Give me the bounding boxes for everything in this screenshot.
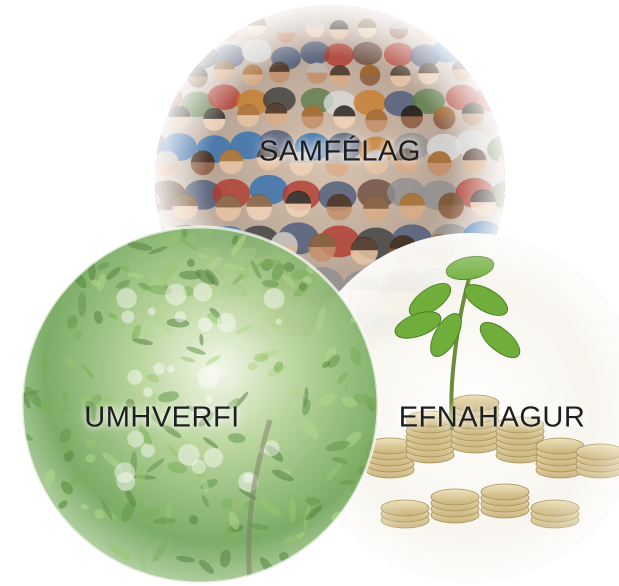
environment-label: UMHVERFI (84, 401, 240, 434)
economy-label: EFNAHAGUR (398, 401, 586, 434)
environment-circle (20, 225, 380, 585)
society-label: SAMFÉLAG (259, 135, 421, 168)
economy-circle (295, 233, 619, 583)
